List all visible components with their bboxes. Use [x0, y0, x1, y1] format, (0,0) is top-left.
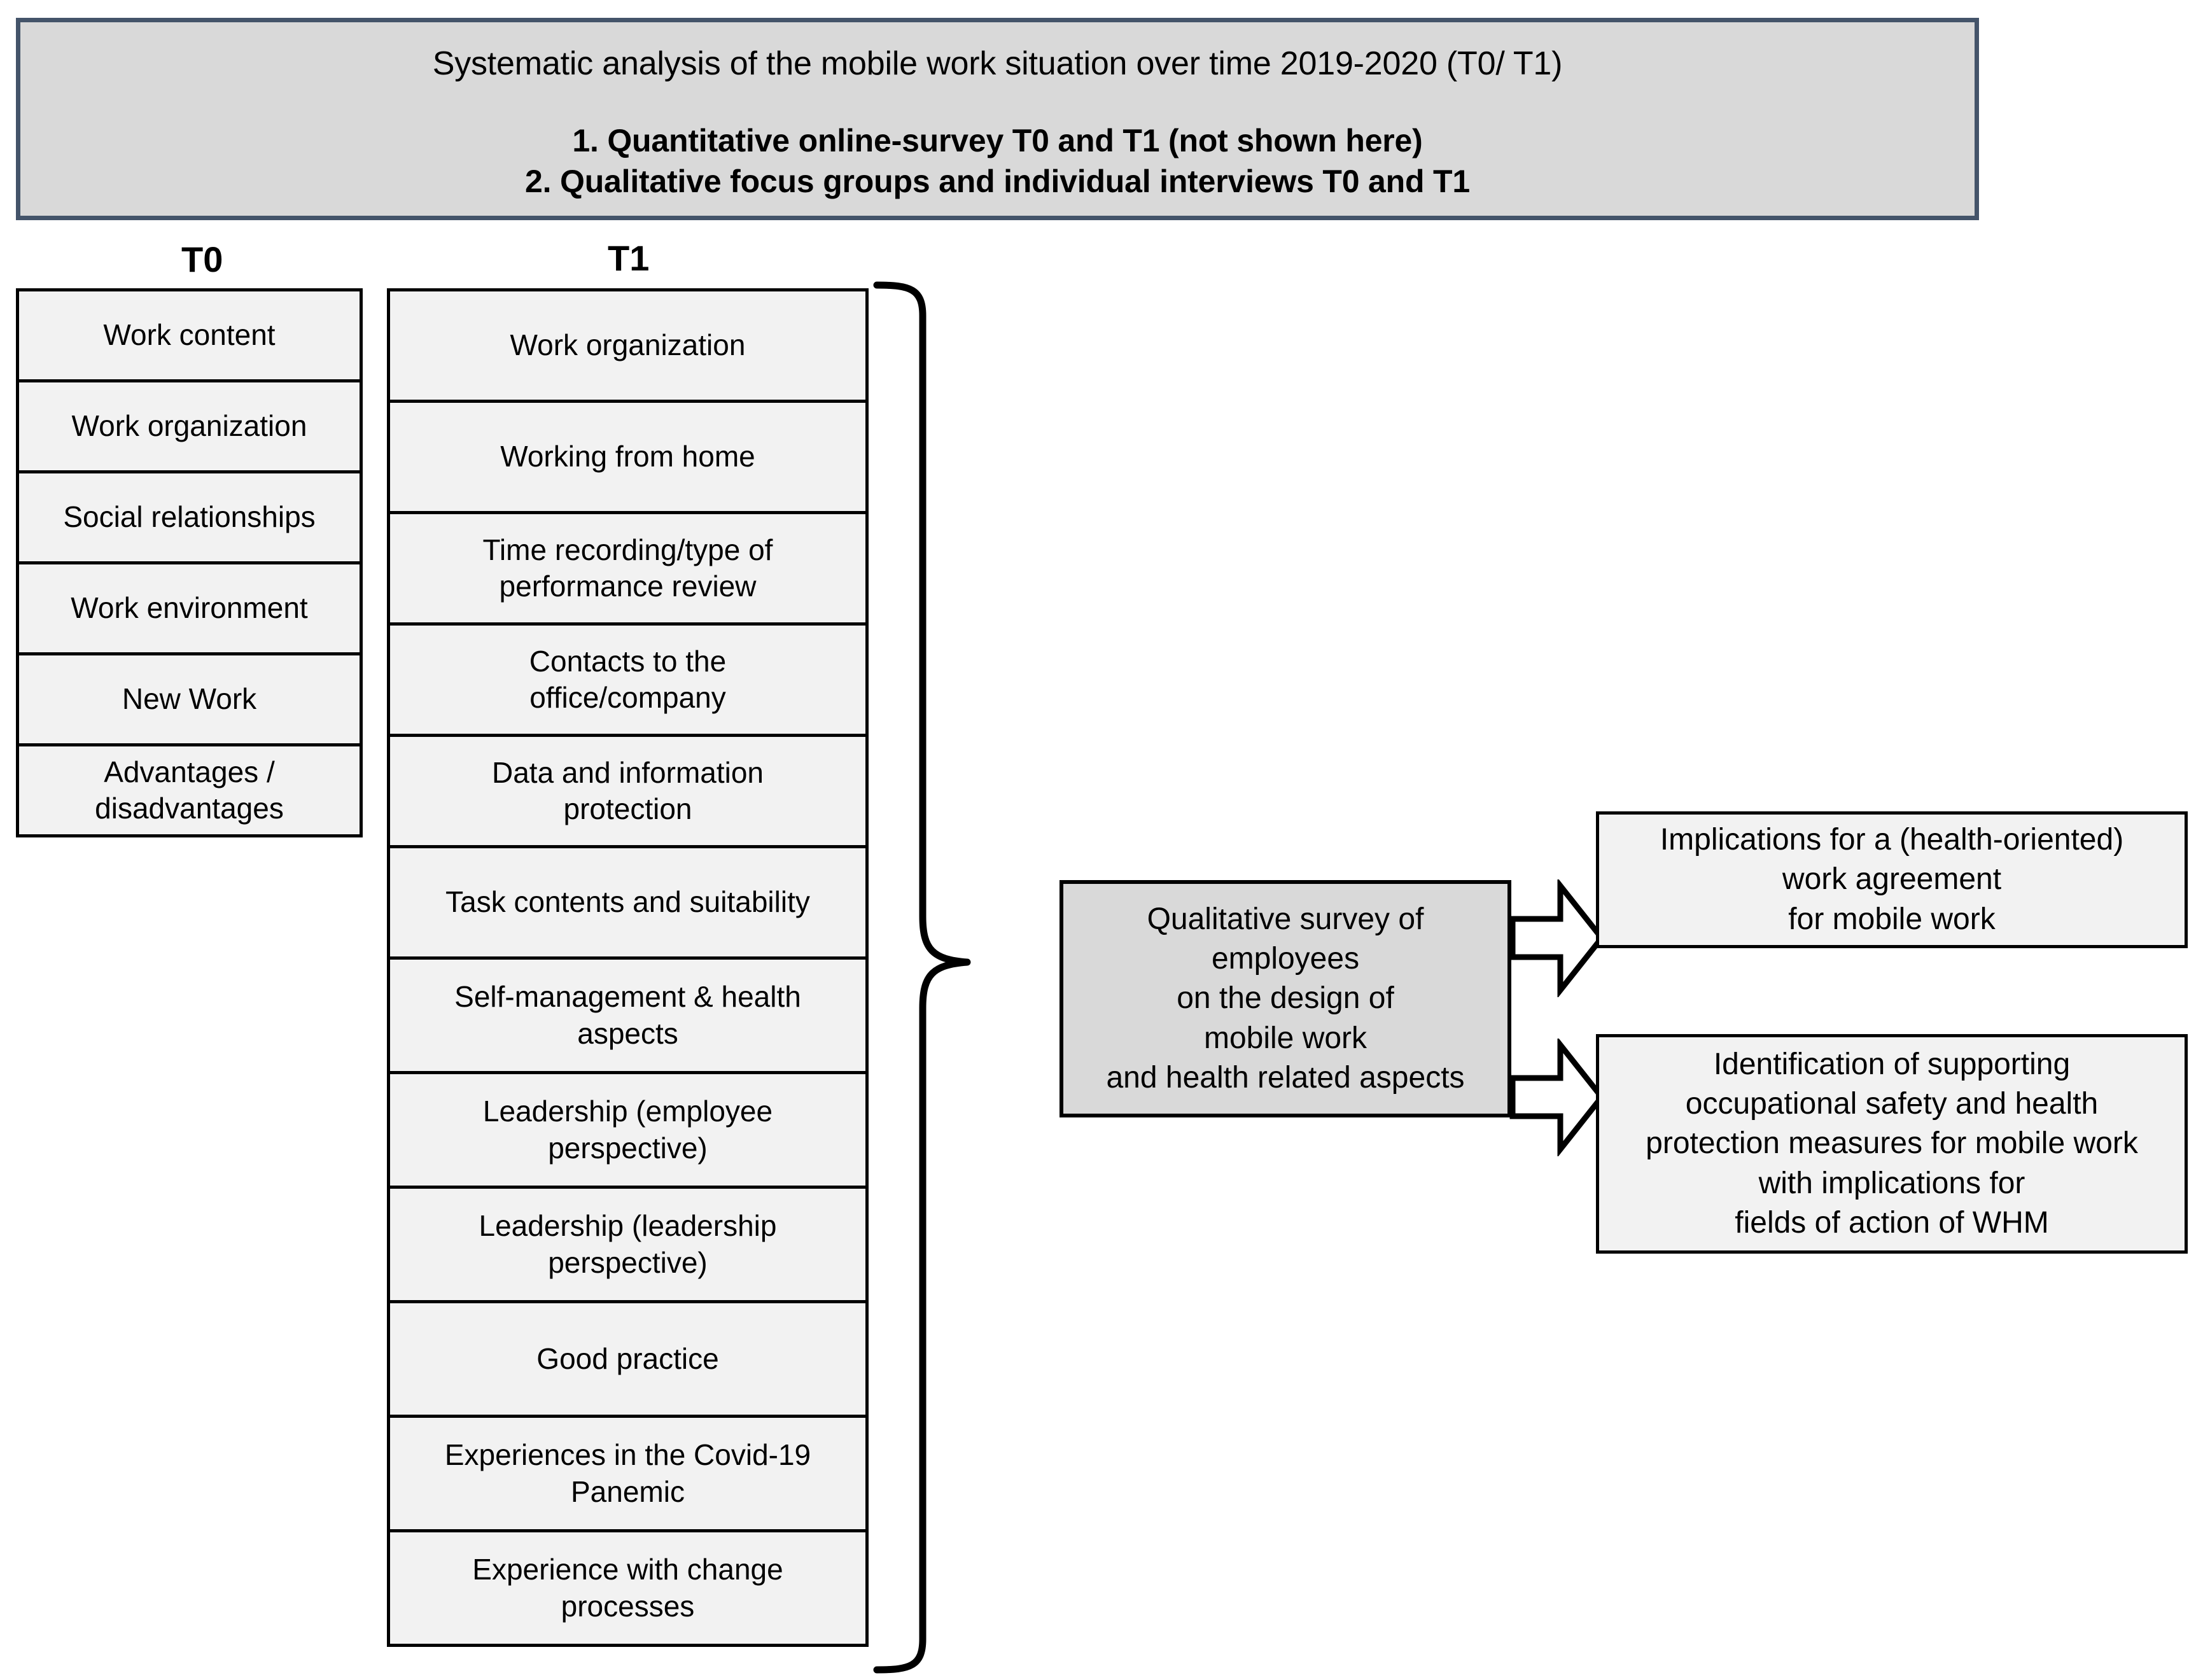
- t0-cell-0: Work content: [16, 288, 363, 382]
- t1-cell-1: Working from home: [387, 400, 869, 514]
- header-title: Systematic analysis of the mobile work s…: [432, 45, 1563, 82]
- header-method-item-2: 2. Qualitative focus groups and individu…: [525, 163, 1470, 199]
- t1-cell-0: Work organization: [387, 288, 869, 403]
- header-method-item-1: 1. Quantitative online-survey T0 and T1 …: [572, 122, 1423, 158]
- header-banner: Systematic analysis of the mobile work s…: [16, 18, 1979, 220]
- t1-cell-9: Good practice: [387, 1300, 869, 1418]
- t0-cell-4: New Work: [16, 652, 363, 746]
- t0-cell-5: Advantages /disadvantages: [16, 743, 363, 837]
- column-label-t0: T0: [181, 239, 223, 279]
- t1-cell-5: Task contents and suitability: [387, 845, 869, 960]
- column-label-t1: T1: [608, 238, 650, 278]
- t0-cell-2: Social relationships: [16, 470, 363, 564]
- outcome-box-1-text: Implications for a (health-oriented)work…: [1660, 822, 2124, 936]
- t0-cell-1: Work organization: [16, 379, 363, 473]
- column-t1: Work organization Working from home Time…: [387, 288, 869, 1647]
- column-t0: Work content Work organization Social re…: [16, 288, 363, 837]
- right-curly-brace-icon: [873, 281, 971, 1674]
- header-method-list: 1. Quantitative online-survey T0 and T1 …: [525, 120, 1470, 202]
- block-arrow-right-icon: [1509, 879, 1605, 997]
- outcome-box-work-agreement: Implications for a (health-oriented)work…: [1596, 811, 2188, 948]
- t0-cell-3: Work environment: [16, 561, 363, 655]
- block-arrow-right-icon: [1509, 1039, 1605, 1156]
